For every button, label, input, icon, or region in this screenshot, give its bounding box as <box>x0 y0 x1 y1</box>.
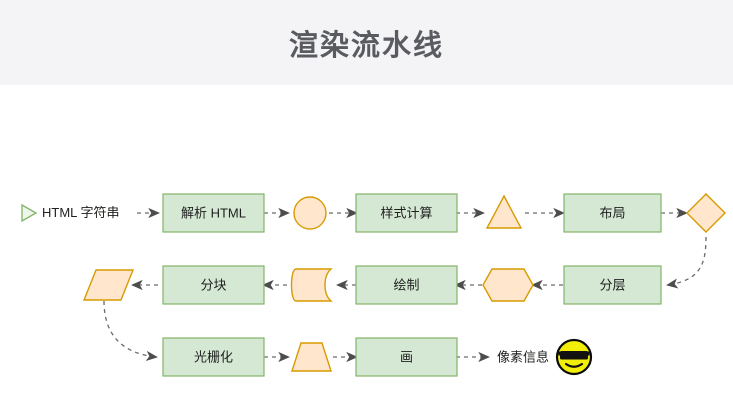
header-band <box>0 0 733 85</box>
node-draw[interactable]: 画 <box>355 337 458 377</box>
node-rasterization[interactable]: 光栅化 <box>162 337 265 377</box>
artifact-layerlist-hexagon-icon <box>482 268 534 302</box>
artifact-layouttree-diamond-icon <box>686 193 726 233</box>
node-rasterization-label: 光栅化 <box>194 349 233 364</box>
node-paint-label: 绘制 <box>393 277 419 292</box>
edge-row1-to-row2-connector <box>666 236 707 289</box>
page-title: 渲染流水线 <box>288 29 444 62</box>
node-draw-label: 画 <box>400 349 413 364</box>
artifact-dom-circle-icon <box>293 196 327 230</box>
start-marker-play-icon <box>21 203 38 223</box>
node-layout[interactable]: 布局 <box>563 193 662 233</box>
artifact-styletree-triangle-icon <box>485 194 523 229</box>
node-style-calculation-label: 样式计算 <box>380 205 432 220</box>
node-parse-html[interactable]: 解析 HTML <box>162 193 265 233</box>
terminal-pixels-label: 像素信息 <box>497 349 549 364</box>
node-tiling[interactable]: 分块 <box>162 265 265 305</box>
render-pipeline-diagram: HTML 字符串 解析 HTML 样式计算 布局 分层 绘制 分块 <box>0 85 733 404</box>
sunglasses-smiley-emoji <box>555 338 593 376</box>
node-parse-html-label: 解析 HTML <box>181 205 246 220</box>
artifact-bitmap-trapezoid-icon <box>291 342 332 372</box>
node-paint[interactable]: 绘制 <box>355 265 458 305</box>
start-label: HTML 字符串 <box>42 205 120 220</box>
node-style-calculation[interactable]: 样式计算 <box>355 193 458 233</box>
artifact-paintrecord-tape-icon <box>290 268 333 302</box>
node-layering-label: 分层 <box>599 277 625 292</box>
node-tiling-label: 分块 <box>200 277 226 292</box>
artifact-tilelist-parallelogram-icon <box>82 269 135 301</box>
node-layering[interactable]: 分层 <box>563 265 662 305</box>
edge-row2-to-row3-connector <box>103 300 158 361</box>
node-layout-label: 布局 <box>599 205 625 220</box>
